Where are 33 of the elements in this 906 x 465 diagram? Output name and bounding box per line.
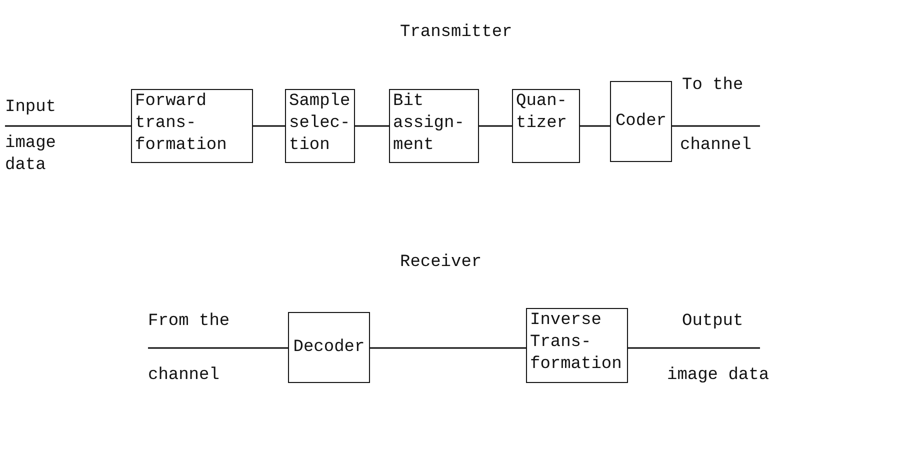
connector-line (479, 125, 512, 127)
line-label: From the (148, 311, 231, 333)
box-label: Bit assign- ment (393, 91, 466, 157)
line-label: To the (682, 75, 744, 97)
process-box (285, 89, 355, 163)
box-label: Sample selec- tion (289, 91, 351, 157)
process-box (526, 308, 628, 383)
line-label: image data (5, 133, 58, 177)
process-box (389, 89, 479, 163)
box-label: Quan- tizer (516, 91, 568, 135)
connector-line (580, 125, 610, 127)
process-box (131, 89, 253, 163)
line-label: Input (5, 97, 58, 119)
process-box (610, 81, 672, 162)
section-heading: Receiver (400, 252, 483, 274)
line-label: image data (667, 365, 770, 387)
connector-line (5, 125, 131, 127)
line-label: channel (680, 135, 752, 157)
connector-line (253, 125, 285, 127)
connector-line (148, 347, 288, 349)
section-heading: Transmitter (400, 22, 514, 44)
connector-line (628, 347, 760, 349)
process-box (512, 89, 580, 163)
process-box (288, 312, 370, 383)
connector-line (672, 125, 760, 127)
box-label: Forward trans- formation (135, 91, 228, 157)
box-label: Coder (615, 110, 666, 132)
line-label: Output (682, 311, 744, 333)
connector-line (355, 125, 389, 127)
line-label: channel (148, 365, 220, 387)
box-label: Decoder (293, 336, 365, 358)
box-label: Inverse Trans- formation (530, 310, 623, 376)
connector-line (370, 347, 526, 349)
